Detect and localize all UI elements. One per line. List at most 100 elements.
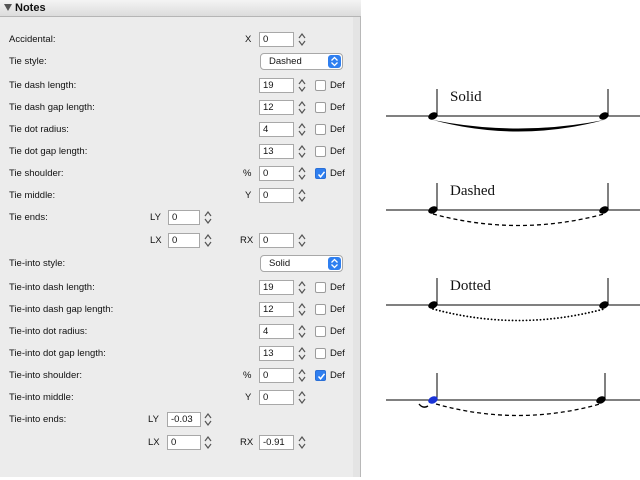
- tie-into-middle-field[interactable]: 0: [259, 390, 294, 405]
- accidental-x-stepper[interactable]: [297, 31, 307, 48]
- tie-style-label: Tie style:: [9, 56, 47, 67]
- tie-into-shoulder-label: Tie-into shoulder:: [9, 370, 83, 381]
- tie-into-dot-gap-length-def-label: Def: [330, 348, 345, 359]
- dotted-tie-curve[interactable]: [432, 308, 605, 322]
- tie-dash-gap-length-def-checkbox[interactable]: [315, 102, 326, 113]
- tie-shoulder-stepper[interactable]: [297, 165, 307, 182]
- tie-into-ends-lx-label: LX: [148, 437, 160, 448]
- tie-dot-gap-length-stepper[interactable]: [297, 143, 307, 160]
- tie-into-ends-lx-stepper[interactable]: [203, 434, 213, 451]
- notehead[interactable]: [427, 300, 439, 310]
- tie-into-dot-gap-length-field[interactable]: 13: [259, 346, 294, 361]
- tie-into-dash-length-def-checkbox[interactable]: [315, 282, 326, 293]
- panel-scrollbar[interactable]: [353, 17, 360, 477]
- tie-dot-radius-def-checkbox[interactable]: [315, 124, 326, 135]
- tie-into-ends-ly-stepper[interactable]: [203, 411, 213, 428]
- tie-middle-field[interactable]: 0: [259, 188, 294, 203]
- select-arrows-icon: [328, 257, 341, 270]
- tie-dot-gap-length-field[interactable]: 13: [259, 144, 294, 159]
- tie-ends-ly-label: LY: [150, 212, 161, 223]
- tie-ends-lx-stepper[interactable]: [203, 232, 213, 249]
- tie-ends-ly-stepper[interactable]: [203, 209, 213, 226]
- dotted-tie-example: Dotted: [386, 278, 640, 322]
- checkmark-icon: [317, 171, 326, 178]
- tie-into-handle[interactable]: [418, 403, 429, 408]
- tie-dash-length-def-checkbox[interactable]: [315, 80, 326, 91]
- tie-ends-rx-field[interactable]: 0: [259, 233, 294, 248]
- tie-into-ends-ly-field[interactable]: -0.03: [167, 412, 201, 427]
- panel-header[interactable]: Notes: [0, 0, 361, 17]
- dotted-example-label: Dotted: [450, 278, 491, 294]
- accidental-x-field[interactable]: 0: [259, 32, 294, 47]
- tie-into-dot-gap-length-label: Tie-into dot gap length:: [9, 348, 106, 359]
- tie-into-dash-gap-length-field[interactable]: 12: [259, 302, 294, 317]
- tie-into-dash-gap-length-label: Tie-into dash gap length:: [9, 304, 114, 315]
- notehead[interactable]: [427, 205, 439, 215]
- tie-into-middle-stepper[interactable]: [297, 389, 307, 406]
- notehead[interactable]: [598, 300, 610, 310]
- notation-preview[interactable]: Solid Dashed Dotted: [362, 0, 640, 477]
- notehead[interactable]: [595, 395, 607, 405]
- tie-ends-label: Tie ends:: [9, 212, 48, 223]
- tie-into-dot-gap-length-stepper[interactable]: [297, 345, 307, 362]
- tie-into-dash-length-stepper[interactable]: [297, 279, 307, 296]
- accidental-x-label: X: [245, 34, 252, 45]
- tie-middle-stepper[interactable]: [297, 187, 307, 204]
- tie-ends-rx-stepper[interactable]: [297, 232, 307, 249]
- tie-into-ends-lx-field[interactable]: 0: [167, 435, 201, 450]
- tie-style-select[interactable]: Dashed: [260, 53, 343, 70]
- tie-into-ends-rx-field[interactable]: -0.91: [259, 435, 294, 450]
- tie-ends-rx-label: RX: [240, 235, 254, 246]
- tie-dash-length-stepper[interactable]: [297, 77, 307, 94]
- tie-into-example: [386, 373, 640, 417]
- tie-shoulder-unit: %: [243, 168, 252, 179]
- tie-dot-radius-field[interactable]: 4: [259, 122, 294, 137]
- tie-into-ends-ly-label: LY: [148, 414, 159, 425]
- dashed-tie-curve[interactable]: [432, 213, 605, 227]
- tie-dash-gap-length-label: Tie dash gap length:: [9, 102, 95, 113]
- tie-shoulder-field[interactable]: 0: [259, 166, 294, 181]
- tie-dash-gap-length-stepper[interactable]: [297, 99, 307, 116]
- tie-into-dot-gap-length-def-checkbox[interactable]: [315, 348, 326, 359]
- tie-dash-length-field[interactable]: 19: [259, 78, 294, 93]
- tie-into-dot-radius-label: Tie-into dot radius:: [9, 326, 88, 337]
- solid-tie-curve[interactable]: [433, 120, 604, 132]
- tie-into-dot-radius-stepper[interactable]: [297, 323, 307, 340]
- solid-example-label: Solid: [450, 89, 482, 105]
- tie-into-middle-label: Tie-into middle:: [9, 392, 74, 403]
- tie-dot-radius-label: Tie dot radius:: [9, 124, 69, 135]
- tie-into-ends-rx-label: RX: [240, 437, 254, 448]
- tie-dash-gap-length-def-label: Def: [330, 102, 345, 113]
- notehead[interactable]: [598, 205, 610, 215]
- tie-into-shoulder-def-label: Def: [330, 370, 345, 381]
- selected-notehead[interactable]: [427, 395, 439, 405]
- tie-into-shoulder-stepper[interactable]: [297, 367, 307, 384]
- tie-into-curve[interactable]: [435, 403, 601, 417]
- tie-shoulder-def-checkbox[interactable]: [315, 168, 326, 179]
- tie-dot-radius-stepper[interactable]: [297, 121, 307, 138]
- tie-into-shoulder-unit: %: [243, 370, 252, 381]
- tie-into-shoulder-def-checkbox[interactable]: [315, 370, 326, 381]
- disclosure-triangle-icon[interactable]: [4, 4, 12, 11]
- tie-into-dot-radius-field[interactable]: 4: [259, 324, 294, 339]
- tie-dash-gap-length-field[interactable]: 12: [259, 100, 294, 115]
- notehead[interactable]: [598, 111, 610, 121]
- tie-ends-ly-field[interactable]: 0: [168, 210, 200, 225]
- tie-dot-radius-def-label: Def: [330, 124, 345, 135]
- tie-into-shoulder-field[interactable]: 0: [259, 368, 294, 383]
- tie-dot-gap-length-def-checkbox[interactable]: [315, 146, 326, 157]
- tie-into-style-select[interactable]: Solid: [260, 255, 343, 272]
- tie-style-value: Dashed: [269, 56, 302, 67]
- tie-into-dot-radius-def-checkbox[interactable]: [315, 326, 326, 337]
- tie-into-dash-length-def-label: Def: [330, 282, 345, 293]
- tie-into-ends-rx-stepper[interactable]: [297, 434, 307, 451]
- tie-into-ends-label: Tie-into ends:: [9, 414, 67, 425]
- tie-into-dot-radius-def-label: Def: [330, 326, 345, 337]
- tie-into-dash-length-field[interactable]: 19: [259, 280, 294, 295]
- notehead[interactable]: [427, 111, 439, 121]
- dashed-example-label: Dashed: [450, 183, 495, 199]
- tie-into-dash-gap-length-stepper[interactable]: [297, 301, 307, 318]
- tie-into-dash-gap-length-def-checkbox[interactable]: [315, 304, 326, 315]
- tie-dash-length-label: Tie dash length:: [9, 80, 77, 91]
- tie-ends-lx-field[interactable]: 0: [168, 233, 200, 248]
